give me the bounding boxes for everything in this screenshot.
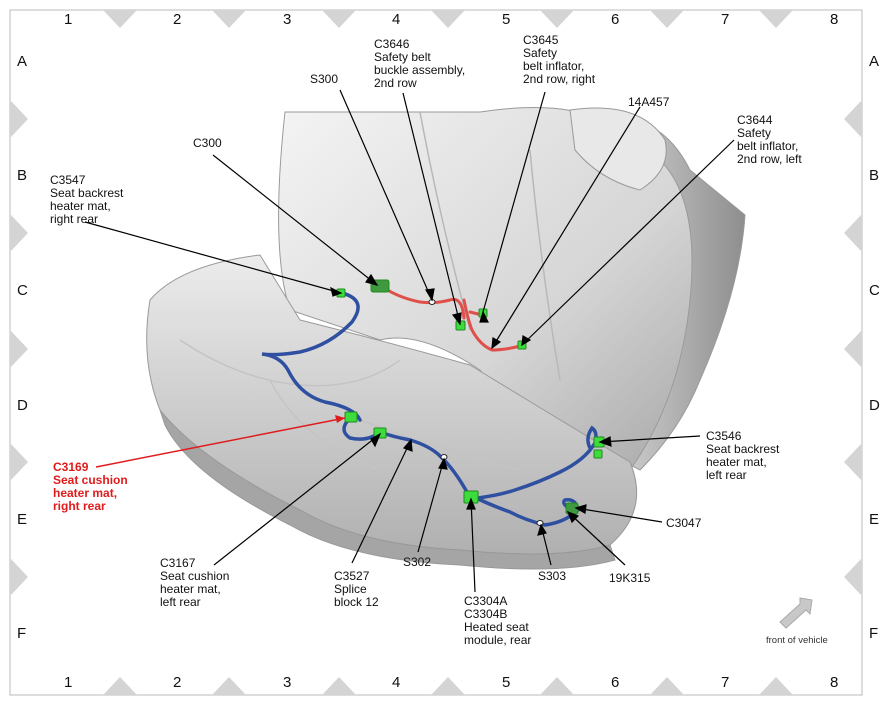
leader-lines xyxy=(84,89,735,593)
grid-col-4: 4 xyxy=(392,11,401,28)
grid-row-b: B xyxy=(17,167,28,184)
grid-row-a-right: A xyxy=(869,53,880,70)
grid-col-5-bottom: 5 xyxy=(502,674,511,691)
grid-col-2: 2 xyxy=(173,11,182,28)
grid-row-b-right: B xyxy=(869,167,880,184)
grid-row-c: C xyxy=(17,282,28,299)
label-c3527: C3527 Splice block 12 xyxy=(334,569,379,609)
leader-c3169 xyxy=(95,417,346,468)
grid-col-4-bottom: 4 xyxy=(392,674,401,691)
connectors xyxy=(336,279,605,515)
grid-row-f-right: F xyxy=(869,625,879,642)
label-14a457: 14A457 xyxy=(628,95,670,109)
grid-col-5: 5 xyxy=(502,11,511,28)
label-s303: S303 xyxy=(538,569,567,583)
connector-c3169 xyxy=(344,411,358,423)
grid-col-8: 8 xyxy=(830,11,839,28)
grid-row-c-right: C xyxy=(869,282,880,299)
label-c3644: C3644 Safety belt inflator, 2nd row, lef… xyxy=(737,113,802,166)
grid-col-3: 3 xyxy=(283,11,292,28)
grid-col-6-bottom: 6 xyxy=(611,674,620,691)
grid-col-3-bottom: 3 xyxy=(283,674,292,691)
label-19k315: 19K315 xyxy=(609,571,651,585)
label-c3645: C3645 Safety belt inflator, 2nd row, rig… xyxy=(523,33,596,86)
grid-row-f: F xyxy=(17,625,27,642)
grid-col-7: 7 xyxy=(721,11,730,28)
label-s300: S300 xyxy=(310,72,339,86)
arrowheads xyxy=(330,273,612,536)
grid-row-a: A xyxy=(17,53,28,70)
label-c3547: C3547 Seat backrest heater mat, right re… xyxy=(50,173,124,226)
grid-col-1: 1 xyxy=(64,11,73,28)
label-c3646: C3646 Safety belt buckle assembly, 2nd r… xyxy=(374,37,466,90)
label-c3047: C3047 xyxy=(666,516,702,530)
label-c300: C300 xyxy=(193,136,222,150)
label-s302: S302 xyxy=(403,555,432,569)
grid-col-2-bottom: 2 xyxy=(173,674,182,691)
seat-illustration xyxy=(146,107,746,570)
grid-col-6: 6 xyxy=(611,11,620,28)
grid-col-8-bottom: 8 xyxy=(830,674,839,691)
grid-col-1-bottom: 1 xyxy=(64,674,73,691)
grid-markers xyxy=(10,10,862,695)
front-of-vehicle-arrow-icon xyxy=(779,597,813,629)
grid-row-d: D xyxy=(17,397,28,414)
label-c3546: C3546 Seat backrest heater mat, left rea… xyxy=(706,429,780,482)
grid-col-7-bottom: 7 xyxy=(721,674,730,691)
label-c3167: C3167 Seat cushion heater mat, left rear xyxy=(160,556,230,609)
splice-s303 xyxy=(536,520,544,526)
grid-row-e-right: E xyxy=(869,511,880,528)
grid-row-e: E xyxy=(17,511,28,528)
label-front-of-vehicle: front of vehicle xyxy=(766,635,828,646)
grid-row-d-right: D xyxy=(869,397,880,414)
label-c3304: C3304A C3304B Heated seat module, rear xyxy=(464,594,532,647)
label-c3169: C3169 Seat cushion heater mat, right rea… xyxy=(53,460,128,513)
